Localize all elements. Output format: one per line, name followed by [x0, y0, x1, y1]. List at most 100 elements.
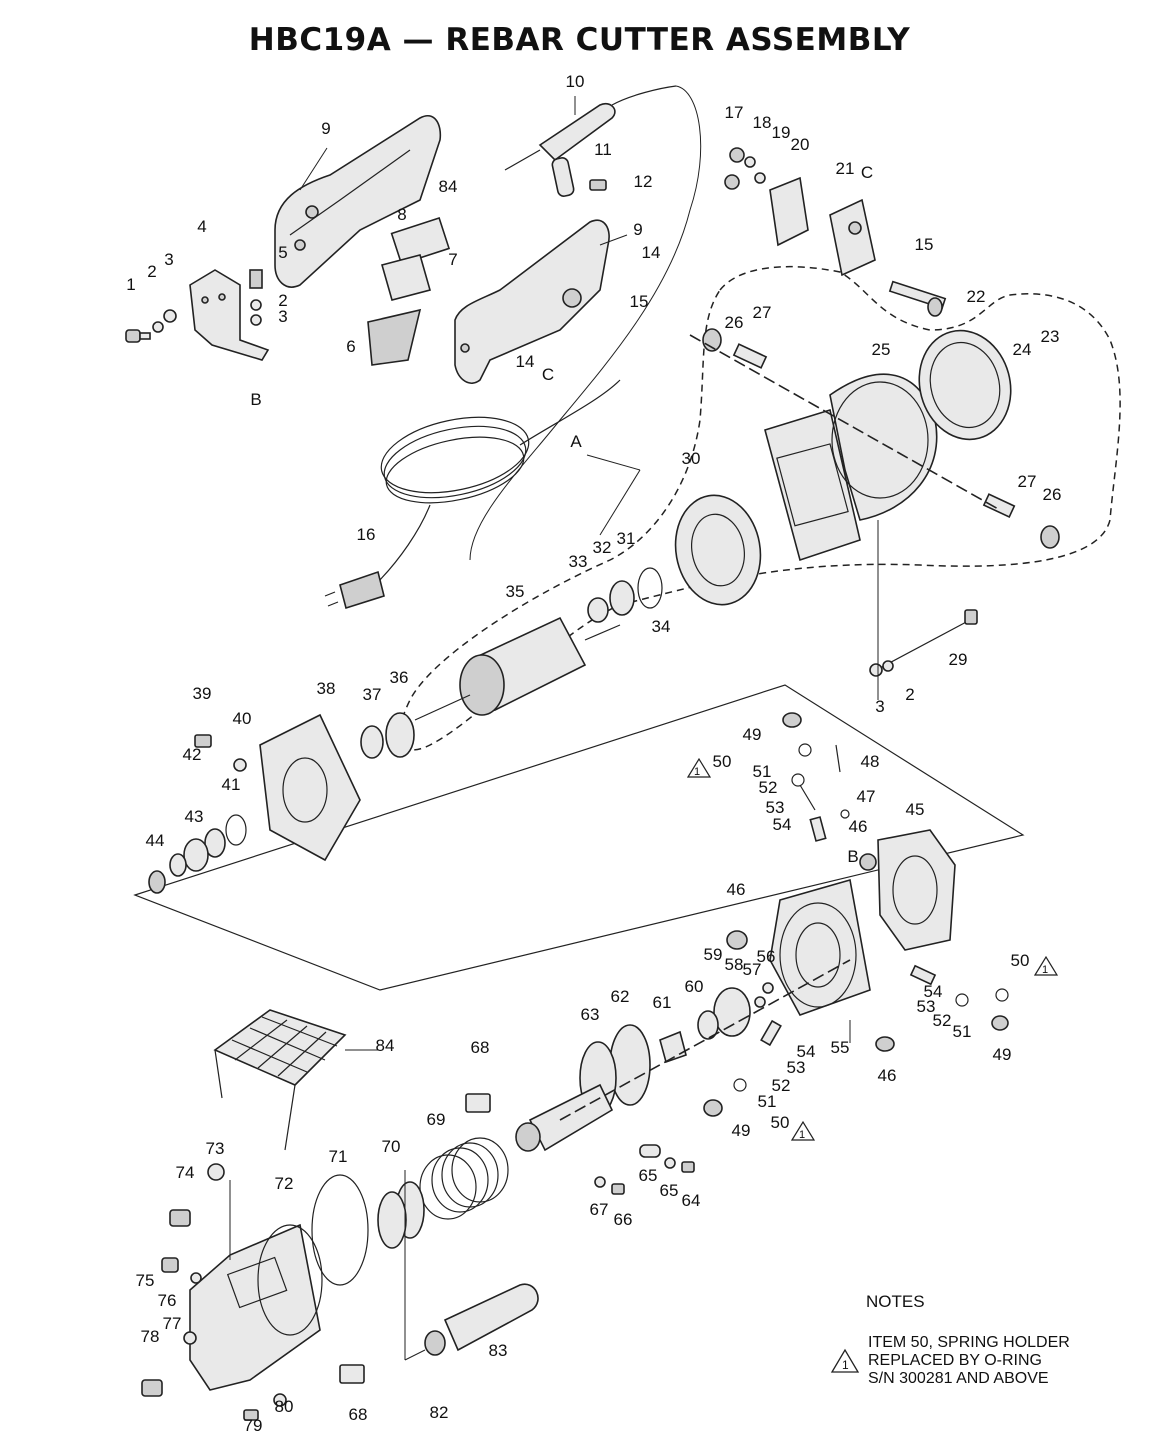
- part-callout-label: 5: [278, 243, 287, 262]
- part-callout-label: 50: [713, 752, 732, 771]
- part-callout-label: 32: [593, 538, 612, 557]
- handle-left-half: [274, 115, 442, 288]
- warning-triangle-icon: 1: [1033, 955, 1059, 976]
- part-callout-label: 61: [653, 993, 672, 1012]
- part-callout-label: 73: [206, 1139, 225, 1158]
- part-callout-label: 54: [773, 815, 792, 834]
- part-callout-label: 25: [872, 340, 891, 359]
- ram-parts-62-63: [515, 1024, 651, 1152]
- warning-number: 1: [799, 1129, 805, 1141]
- part-callout-label: 33: [569, 552, 588, 571]
- part-callout-label: 59: [704, 945, 723, 964]
- part-callout-label: 78: [141, 1327, 160, 1346]
- cutter-head-part-72: [189, 1223, 323, 1391]
- part-callout-label: 72: [275, 1174, 294, 1193]
- part-callout-label: 14: [516, 352, 535, 371]
- cord-clamp-parts-11-12: [551, 157, 607, 197]
- callout-labels: 12345236788499101112141415CB161718192021…: [126, 72, 1061, 1435]
- part-callout-label: 4: [197, 217, 206, 236]
- o-ring-part-71: [311, 1174, 369, 1286]
- part-callout-label: 49: [743, 725, 762, 744]
- part-callout-label: 57: [743, 960, 762, 979]
- part-callout-label: 46: [849, 817, 868, 836]
- part-callout-label: 7: [448, 250, 457, 269]
- part-callout-label: 41: [222, 775, 241, 794]
- part-callout-label: 76: [158, 1291, 177, 1310]
- part-callout-label: 54: [924, 982, 943, 1001]
- seals-part-70: [377, 1181, 425, 1249]
- gear-assembly-frame: [133, 684, 1025, 991]
- part-callout-label: 2: [147, 262, 156, 281]
- warning-triangle-icon: 1: [686, 757, 712, 778]
- part-callout-label: 56: [757, 947, 776, 966]
- part-callout-label: 51: [953, 1022, 972, 1041]
- part-callout-label: 36: [390, 668, 409, 687]
- part-callout-label: 58: [725, 955, 744, 974]
- brushes-parts-26-27: [702, 328, 1060, 549]
- switch-assembly: [367, 217, 451, 366]
- cord-strain-relief-part-10: [504, 85, 677, 171]
- cylinder-part-55: [769, 878, 871, 1016]
- part-callout-label: 60: [685, 977, 704, 996]
- part-callout-label: 17: [725, 103, 744, 122]
- notes-heading: NOTES: [866, 1292, 925, 1311]
- part-callout-label: 2: [905, 685, 914, 704]
- part-callout-label: 65: [660, 1181, 679, 1200]
- field-coil-part-30: [674, 494, 762, 606]
- part-callout-label: 18: [753, 113, 772, 132]
- part-callout-label: 50: [1011, 951, 1030, 970]
- part-callout-label: 47: [857, 787, 876, 806]
- part-callout-label: 35: [506, 582, 525, 601]
- part-callout-label: 48: [861, 752, 880, 771]
- motor-cover-part-22: [918, 329, 1012, 441]
- bolts-parts-73-80: [141, 1163, 287, 1421]
- part-callout-label: B: [250, 390, 261, 409]
- part-callout-label: 12: [634, 172, 653, 191]
- part-callout-label: 82: [430, 1403, 449, 1422]
- part-callout-label: 38: [317, 679, 336, 698]
- part-callout-label: 53: [917, 997, 936, 1016]
- part-callout-label: 16: [357, 525, 376, 544]
- part-callout-label: 52: [933, 1011, 952, 1030]
- part-callout-label: 55: [831, 1038, 850, 1057]
- part-callout-label: 74: [176, 1163, 195, 1182]
- part-callout-label: 75: [136, 1271, 155, 1290]
- warning-number: 1: [842, 1358, 849, 1372]
- fan-housing-part-38: [259, 713, 361, 862]
- part-callout-label: 24: [1013, 340, 1032, 359]
- part-callout-label: 37: [363, 685, 382, 704]
- part-callout-label: 20: [791, 135, 810, 154]
- part-callout-label: 3: [875, 697, 884, 716]
- part-callout-label: 3: [164, 250, 173, 269]
- part-callout-label: 21: [836, 159, 855, 178]
- part-callout-label: 39: [193, 684, 212, 703]
- part-callout-label: 45: [906, 800, 925, 819]
- part-callout-label: B: [847, 847, 858, 866]
- part-callout-label: 11: [594, 140, 612, 159]
- part-callout-label: 27: [1018, 472, 1037, 491]
- part-callout-label: 53: [766, 798, 785, 817]
- pin-parts-64-67: [594, 1144, 695, 1195]
- note-line: S/N 300281 AND ABOVE: [868, 1370, 1049, 1387]
- part-callout-label: C: [542, 365, 554, 384]
- motor-assembly-dashed-outline: [398, 265, 1121, 751]
- power-cord: [324, 379, 621, 610]
- part-callout-label: 84: [439, 177, 458, 196]
- part-callout-label: 19: [772, 123, 791, 142]
- leader-lines: [229, 96, 879, 1361]
- part-callout-label: 15: [630, 292, 649, 311]
- part-callout-label: 40: [233, 709, 252, 728]
- part-callout-label: 65: [639, 1166, 658, 1185]
- part-callout-label: 50: [771, 1113, 790, 1132]
- bearing-parts-31-32-33: [587, 567, 663, 623]
- note-line: ITEM 50, SPRING HOLDER: [868, 1334, 1070, 1351]
- motor-housing-part-25: [764, 373, 938, 562]
- gear-axis-line: [559, 959, 851, 1121]
- part-callout-label: 70: [382, 1137, 401, 1156]
- screws-1-2-3: [125, 269, 263, 343]
- part-callout-label: 69: [427, 1110, 446, 1129]
- part-callout-label: 22: [967, 287, 986, 306]
- motor-axis-line: [689, 334, 1001, 511]
- handle-parts-82-83: [424, 1283, 539, 1356]
- notes-block: NOTES 1 ITEM 50, SPRING HOLDER REPLACED …: [830, 1292, 1146, 1388]
